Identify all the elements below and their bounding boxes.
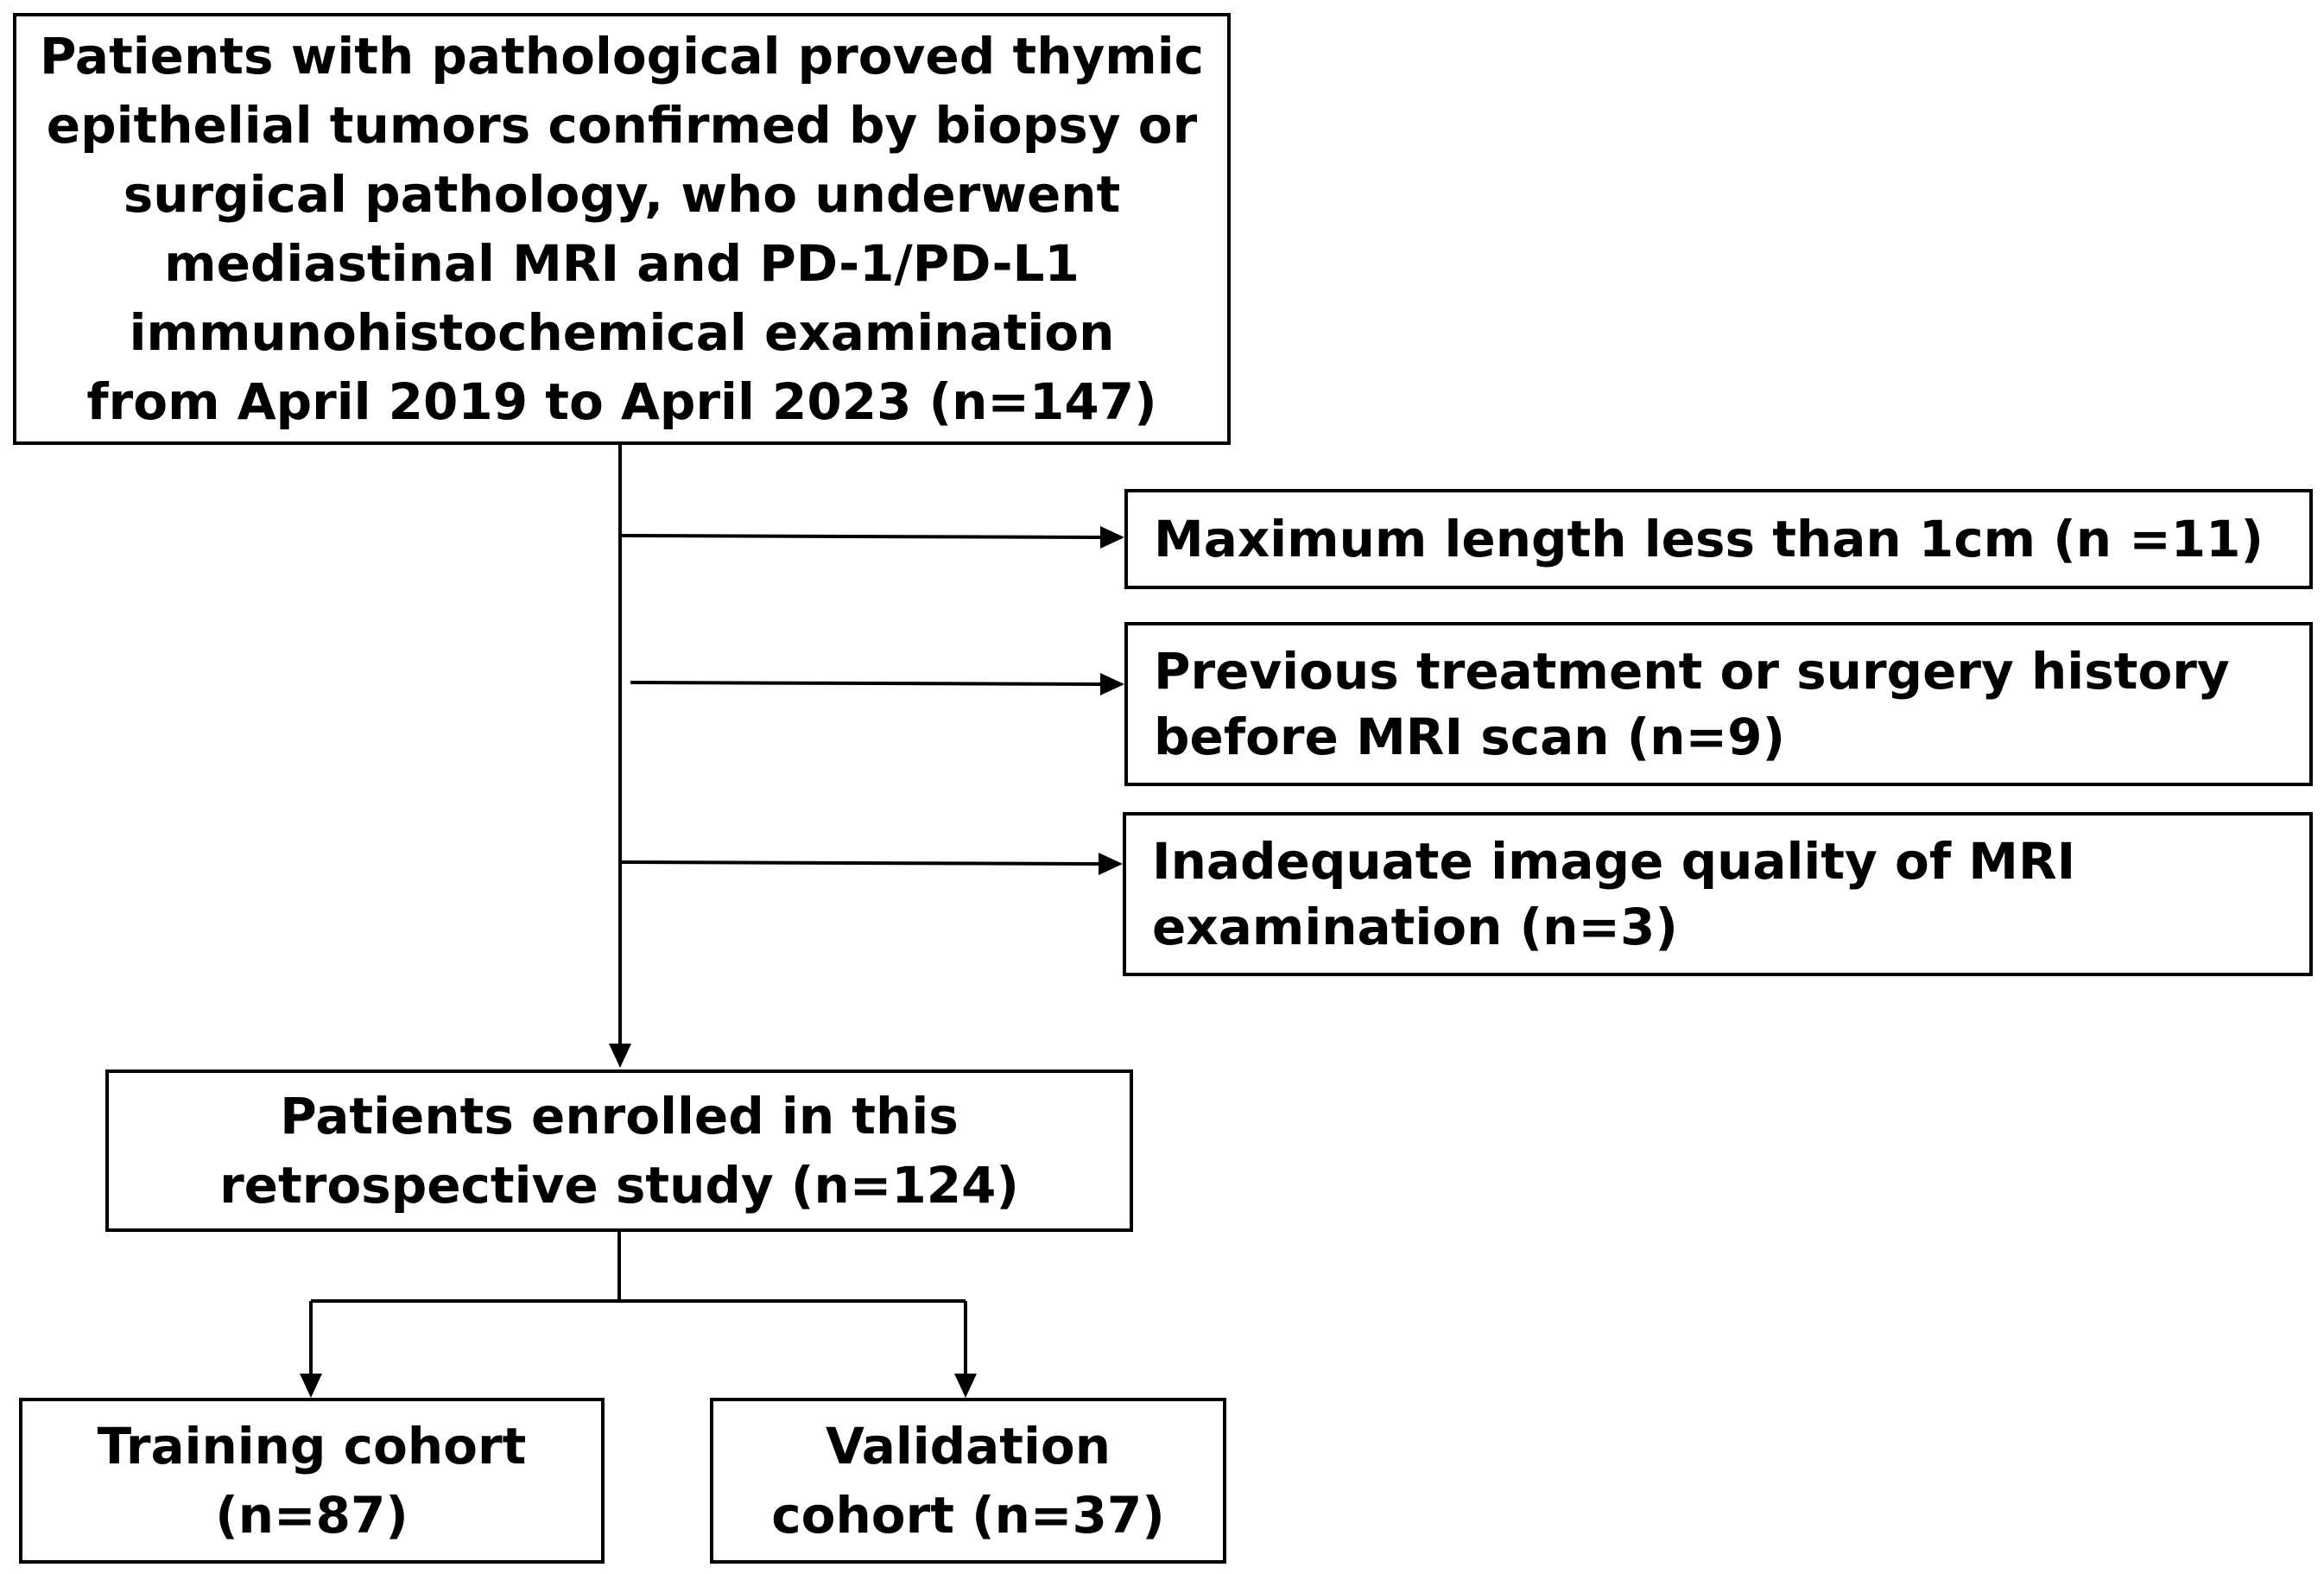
exclusion-box-size: Maximum length less than 1cm (n =11) — [1124, 489, 2313, 589]
arrow-to-exclusion-2 — [1100, 673, 1124, 695]
exclusion-line: Inadequate image quality of MRI — [1152, 832, 2076, 891]
exclusion-line: Maximum length less than 1cm (n =11) — [1154, 510, 2264, 568]
enrolled-line: retrospective study (n=124) — [219, 1156, 1019, 1215]
validation-cohort-line: Validation — [825, 1417, 1111, 1476]
exclusion-box-image-quality: Inadequate image quality of MRI examinat… — [1123, 812, 2313, 976]
validation-cohort-box: Validation cohort (n=37) — [710, 1398, 1226, 1564]
exclusion-branch-2 — [630, 681, 1103, 686]
arrow-to-training — [300, 1374, 322, 1398]
exclusion-branch-3 — [619, 860, 1101, 866]
arrow-to-exclusion-3 — [1099, 853, 1123, 875]
source-line: immunohistochemical examination — [129, 303, 1115, 362]
training-cohort-line: Training cohort — [97, 1417, 527, 1476]
exclusion-line: Previous treatment or surgery history — [1154, 642, 2230, 701]
source-line: mediastinal MRI and PD-1/PD-L1 — [164, 234, 1080, 293]
exclusion-branch-1 — [619, 534, 1103, 539]
enrolled-patients-box: Patients enrolled in this retrospective … — [105, 1069, 1133, 1232]
exclusion-box-prior-treatment: Previous treatment or surgery history be… — [1124, 622, 2313, 786]
source-line: Patients with pathological proved thymic — [39, 27, 1205, 86]
source-line: epithelial tumors confirmed by biopsy or — [46, 96, 1198, 155]
enrolled-line: Patients enrolled in this — [280, 1087, 959, 1146]
validation-cohort-line: cohort (n=37) — [771, 1486, 1165, 1545]
arrow-to-exclusion-1 — [1100, 526, 1124, 549]
source-population-box: Patients with pathological proved thymic… — [13, 13, 1231, 445]
training-cohort-line: (n=87) — [215, 1486, 408, 1545]
exclusion-line: before MRI scan (n=9) — [1154, 708, 1786, 766]
arrow-to-validation — [954, 1374, 977, 1398]
source-line: surgical pathology, who underwent — [123, 165, 1121, 224]
training-cohort-box: Training cohort (n=87) — [19, 1398, 605, 1564]
arrow-to-enrolled — [609, 1044, 631, 1068]
exclusion-line: examination (n=3) — [1152, 898, 1678, 956]
source-line: from April 2019 to April 2023 (n=147) — [86, 372, 1157, 431]
